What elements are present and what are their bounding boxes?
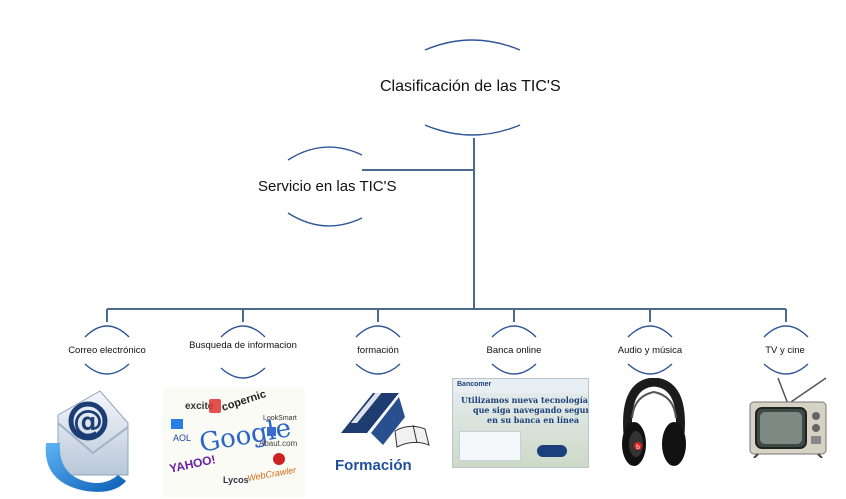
root-label: Clasificación de las TIC'S [380,78,561,95]
leaf-label-correo: Correo electrónico [68,345,146,356]
formacion-logo: Formación [333,387,445,477]
bank-headline-3: en su banca en línea [487,415,580,425]
branch-arc-bottom [287,212,363,227]
aol-logo: AOL [173,433,192,443]
leaf-label-formacion: formación [357,345,399,356]
leaf-arc-bottom [355,363,401,375]
leaf-arc-top [763,325,809,338]
lycos-logo: Lycos [223,475,249,485]
svg-text:@: @ [73,404,103,439]
svg-text:b: b [636,444,640,451]
leaf-arc-bottom [627,363,673,375]
television-icon [748,376,830,458]
headphones-icon: b [620,378,688,470]
leaf-arc-bottom [491,363,537,375]
bank-headline-1: Utilizamos nueva tecnología para [461,395,588,405]
excite-logo: excite [185,401,214,412]
branch-label: Servicio en las TIC'S [258,178,397,195]
branch-arc-top [287,146,363,161]
looksmart-logo: LookSmart [263,415,297,422]
leaf-arc-top [491,325,537,338]
root-arc-top [424,39,521,51]
bank-brand: Bancomer [457,381,492,388]
leaf-label-tv: TV y cine [765,345,805,356]
leaf-arc-bottom [763,363,809,375]
leaf-label-busqueda: Busqueda de informacion [189,340,297,351]
email-at-icon: @ [38,383,133,496]
leaf-arc-bottom [84,363,130,375]
leaf-label-audio: Audio y música [617,345,683,356]
bank-ad-image: Bancomer Utilizamos nueva tecnología par… [452,378,589,468]
leaf-arc-top [84,325,130,338]
about-logo: Abaut.com [259,439,298,448]
leaf-arc-top [627,325,673,338]
formacion-logo-text: Formación [335,457,412,474]
bank-headline-2: que siga navegando seguro [473,405,589,415]
leaf-label-banca: Banca online [486,345,542,356]
search-engines-collage: excite copernic Google AOL YAHOO! Abaut.… [163,387,305,497]
root-arc-bottom [424,124,521,136]
leaf-arc-top [220,325,266,338]
leaf-arc-bottom [220,367,266,379]
leaf-arc-top [355,325,401,338]
